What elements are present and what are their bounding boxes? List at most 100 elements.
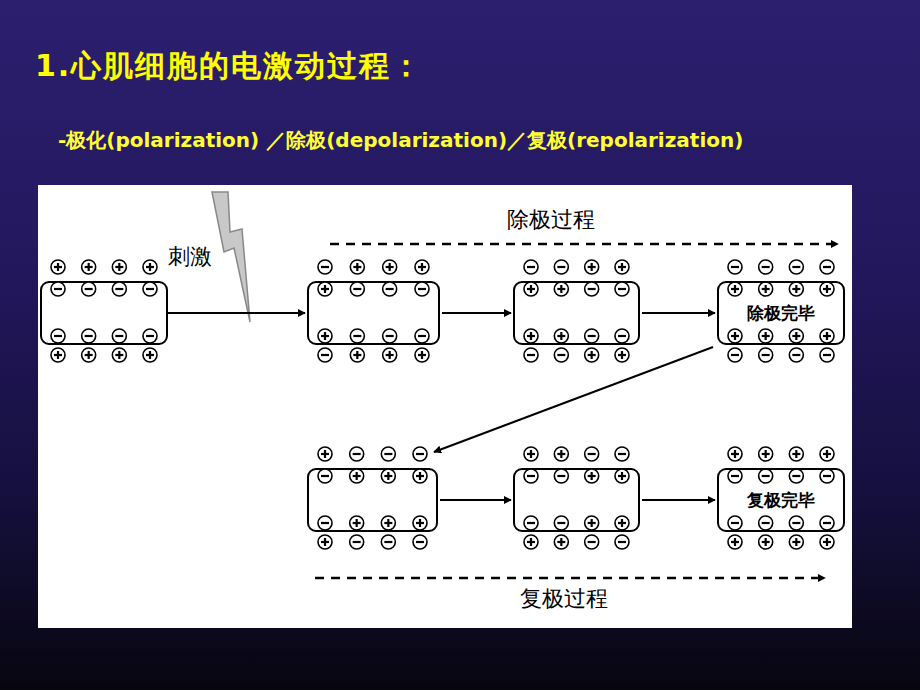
charge-bar: [826, 332, 828, 340]
charge-circle: [82, 348, 96, 362]
charge-circle: [143, 282, 157, 296]
positive-charge: [554, 447, 568, 461]
charge-bar: [356, 519, 358, 527]
charge-circle: [318, 447, 332, 461]
positive-charge: [415, 260, 429, 274]
negative-charge: [759, 469, 773, 483]
negative-charge: [759, 348, 773, 362]
charge-bar: [792, 266, 800, 268]
cell-box: 复极完毕: [717, 468, 845, 532]
charge-circle: [415, 329, 429, 343]
charge-circle: [524, 535, 538, 549]
positive-charge: [728, 282, 742, 296]
positive-charge: [112, 260, 126, 274]
charge-circle: [350, 447, 364, 461]
charge-bar: [421, 351, 423, 359]
charge-circle: [728, 516, 742, 530]
cell-box: [514, 469, 639, 531]
charge-circle: [759, 348, 773, 362]
positive-charge: [728, 447, 742, 461]
cell-box: [308, 282, 439, 344]
charge-bar: [527, 354, 535, 356]
negative-charge: [51, 329, 65, 343]
charge-circle: [112, 329, 126, 343]
charge-circle: [759, 329, 773, 343]
charge-bar: [762, 522, 770, 524]
charge-circle: [524, 516, 538, 530]
charge-bar: [418, 335, 426, 337]
charge-circle: [350, 535, 364, 549]
positive-charge: [615, 516, 629, 530]
arrow: [168, 312, 305, 314]
charge-circle: [615, 260, 629, 274]
charge-circle: [615, 348, 629, 362]
charge-bar: [734, 538, 736, 546]
charge-circle: [728, 348, 742, 362]
charge-circle: [789, 535, 803, 549]
charge-bar: [557, 522, 565, 524]
charge-bar: [560, 332, 562, 340]
negative-charge: [789, 260, 803, 274]
charge-bar: [765, 450, 767, 458]
charge-bar: [353, 335, 361, 337]
charge-circle: [554, 329, 568, 343]
arrow: [642, 499, 715, 501]
charge-bar: [115, 288, 123, 290]
charge-bar: [324, 285, 326, 293]
charge-circle: [759, 282, 773, 296]
charge-bar: [54, 288, 62, 290]
charge-bar: [527, 522, 535, 524]
positive-charge: [789, 447, 803, 461]
charge-circle: [524, 469, 538, 483]
negative-charge: [789, 469, 803, 483]
charge-bar: [324, 538, 326, 546]
negative-charge: [524, 516, 538, 530]
negative-charge: [615, 329, 629, 343]
positive-charge: [789, 329, 803, 343]
negative-charge: [415, 282, 429, 296]
charge-circle: [615, 469, 629, 483]
charge-circle: [554, 447, 568, 461]
charge-circle: [554, 469, 568, 483]
charge-circle: [350, 516, 364, 530]
charge-bar: [530, 538, 532, 546]
charge-circle: [820, 535, 834, 549]
charge-circle: [759, 469, 773, 483]
positive-charge: [554, 535, 568, 549]
charge-bar: [387, 519, 389, 527]
charge-bar: [321, 522, 329, 524]
charge-bar: [762, 475, 770, 477]
positive-charge: [820, 535, 834, 549]
charge-bar: [324, 450, 326, 458]
charge-bar: [146, 288, 154, 290]
charge-circle: [318, 516, 332, 530]
charge-bar: [386, 288, 394, 290]
negative-charge: [585, 329, 599, 343]
charge-bar: [826, 538, 828, 546]
charge-circle: [585, 447, 599, 461]
charge-circle: [820, 469, 834, 483]
charge-circle: [554, 282, 568, 296]
negative-charge: [381, 535, 395, 549]
charge-circle: [615, 447, 629, 461]
positive-charge: [728, 329, 742, 343]
charge-bar: [591, 351, 593, 359]
positive-charge: [820, 282, 834, 296]
positive-charge: [759, 282, 773, 296]
charge-circle: [51, 282, 65, 296]
positive-charge: [82, 260, 96, 274]
charge-bar: [560, 538, 562, 546]
charge-bar: [588, 453, 596, 455]
negative-charge: [318, 469, 332, 483]
charge-circle: [615, 282, 629, 296]
positive-charge: [415, 348, 429, 362]
negative-charge: [524, 260, 538, 274]
negative-charge: [350, 282, 364, 296]
charge-circle: [383, 282, 397, 296]
positive-charge: [524, 535, 538, 549]
negative-charge: [82, 282, 96, 296]
positive-charge: [759, 535, 773, 549]
charge-circle: [789, 282, 803, 296]
positive-charge: [383, 260, 397, 274]
